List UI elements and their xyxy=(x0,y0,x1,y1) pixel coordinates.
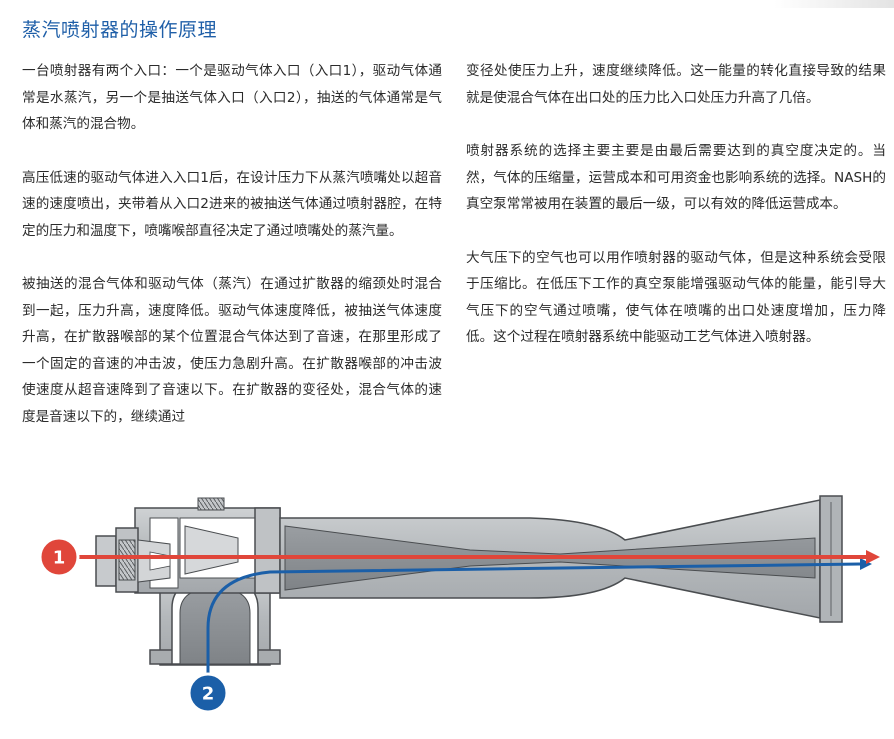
svg-text:2: 2 xyxy=(202,684,215,705)
text-column-right: 变径处使压力上升，速度继续降低。这一能量的转化直接导致的结果就是使混合气体在出口… xyxy=(466,58,886,351)
paragraph: 喷射器系统的选择主要主要是由最后需要达到的真空度决定的。当然，气体的压缩量，运营… xyxy=(466,143,886,212)
paragraph: 高压低速的驱动气体进入入口1后，在设计压力下从蒸汽喷嘴处以超音速的速度喷出，夹带… xyxy=(22,169,442,239)
paragraph: 大气压下的空气也可以用作喷射器的驱动气体，但是这种系统会受限于压缩比。在低压下工… xyxy=(466,249,886,346)
svg-text:1: 1 xyxy=(53,548,66,569)
ejector-body xyxy=(134,497,281,594)
paragraph: 一台喷射器有两个入口：一个是驱动气体入口（入口1），驱动气体通常是水蒸汽，另一个… xyxy=(22,63,442,132)
paragraph: 变径处使压力上升，速度继续降低。这一能量的转化直接导致的结果就是使混合气体在出口… xyxy=(466,63,886,106)
page-title: 蒸汽喷射器的操作原理 xyxy=(22,19,218,41)
inlet2-badge: 2 xyxy=(187,672,229,714)
corner-shade xyxy=(774,0,894,8)
steam-nozzle xyxy=(95,527,171,593)
inlet2-flow-line xyxy=(206,562,861,683)
text-column-left: 一台喷射器有两个入口：一个是驱动气体入口（入口1），驱动气体通常是水蒸汽，另一个… xyxy=(22,58,442,430)
ejector-diagram: 1 2 xyxy=(38,495,880,714)
inlet1-badge: 1 xyxy=(38,536,80,578)
inlet1-arrow-head xyxy=(866,550,880,564)
paragraph: 被抽送的混合气体和驱动气体（蒸汽）在通过扩散器的缩颈处时混合到一起，压力升高，速… xyxy=(22,276,442,425)
